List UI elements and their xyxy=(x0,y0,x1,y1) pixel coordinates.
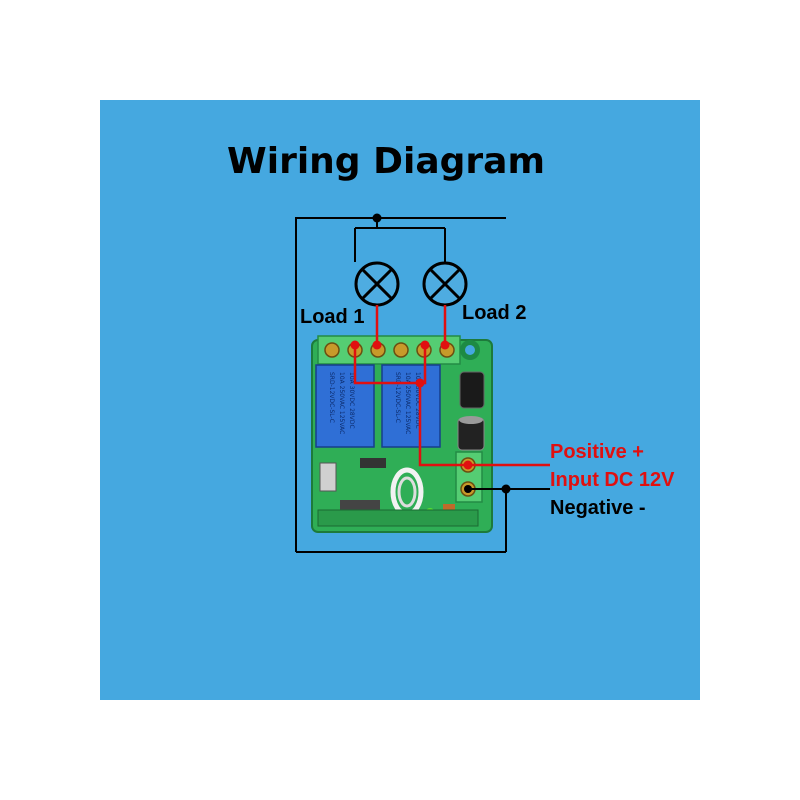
negative-label: Negative - xyxy=(550,497,646,519)
svg-text:10A 30VDC 28VDC: 10A 30VDC 28VDC xyxy=(414,372,421,429)
relay-board: SRD-12VDC-SL-C 10A 250VAC 125VAC 10A 30V… xyxy=(311,335,493,533)
load-1-label: Load 1 xyxy=(300,306,364,328)
load-terminal-block xyxy=(317,335,461,365)
svg-text:10A 250VAC 125VAC: 10A 250VAC 125VAC xyxy=(338,372,345,434)
junction-dots xyxy=(372,213,511,494)
svg-text:SRD-12VDC-SL-C: SRD-12VDC-SL-C xyxy=(394,372,401,423)
input-voltage-label: Input DC 12V xyxy=(550,469,675,491)
relay: SRD-12VDC-SL-C 10A 250VAC 125VAC 10A 30V… xyxy=(381,364,441,448)
load-2-label: Load 2 xyxy=(462,302,526,324)
svg-text:10A 30VDC 28VDC: 10A 30VDC 28VDC xyxy=(348,372,355,429)
diagram-title: Wiring Diagram xyxy=(227,141,545,182)
positive-dots xyxy=(350,340,473,470)
svg-text:SRD-12VDC-SL-C: SRD-12VDC-SL-C xyxy=(328,372,335,423)
svg-text:10A 250VAC 125VAC: 10A 250VAC 125VAC xyxy=(404,372,411,434)
relay: SRD-12VDC-SL-C 10A 250VAC 125VAC 10A 30V… xyxy=(315,364,375,448)
relay-wiring xyxy=(353,305,550,467)
lamp-icon xyxy=(422,261,468,307)
lamp-icon xyxy=(354,261,400,307)
positive-label: Positive + xyxy=(550,441,644,463)
capacitor xyxy=(457,371,485,451)
